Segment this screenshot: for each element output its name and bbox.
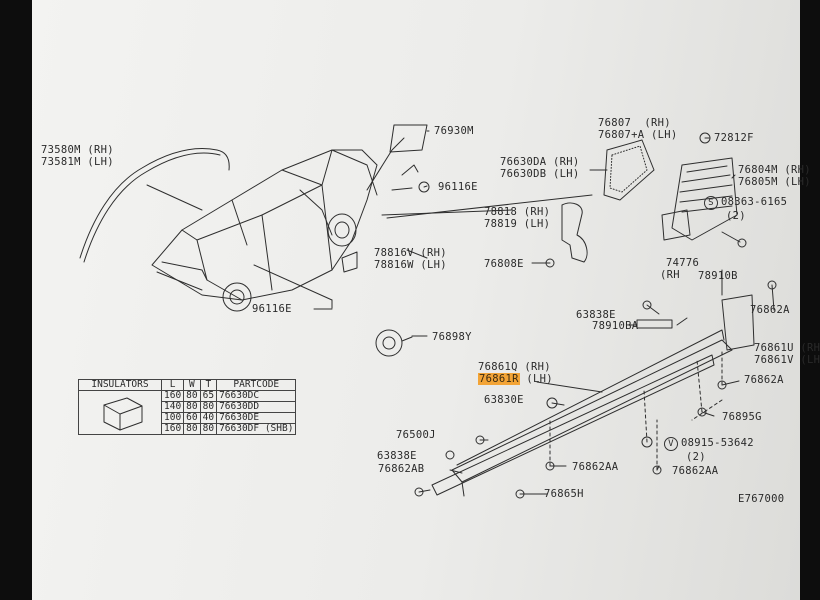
label-76865h: 76865H: [544, 488, 584, 500]
grommet-76898: [375, 329, 403, 357]
label-76500j: 76500J: [396, 429, 436, 441]
label-78910ba: 78910BA: [592, 320, 639, 332]
insulators-header-row: INSULATORS L W T PARTCODE: [78, 379, 297, 391]
label-76808e: 76808E: [484, 258, 524, 270]
label-73580m: 73580M (RH)73581M (LH): [41, 144, 114, 168]
s-symbol-icon: S: [704, 196, 718, 210]
label-72812f: 72812F: [714, 132, 754, 144]
parts-diagram-drawing: [79, 124, 777, 499]
insulators-title: INSULATORS: [78, 379, 162, 391]
label-63838e-top: 63838E: [576, 309, 616, 321]
label-76807: 76807 (RH)76807+A (LH): [598, 117, 678, 141]
label-76895g: 76895G: [722, 411, 762, 423]
parts-diagram-screen: 73580M (RH)73581M (LH) 76930M 96116E 961…: [32, 0, 820, 600]
label-76861r: 76861R (LH): [478, 373, 553, 385]
label-76862aa-right: 76862AA: [672, 465, 719, 477]
roof-molding: [79, 148, 230, 259]
label-78818: 78818 (RH)78819 (LH): [484, 206, 551, 230]
label-74776: 74776(RH: [660, 257, 700, 281]
label-76862ab: 76862AB: [378, 463, 425, 475]
label-76862a-top: 76862A: [750, 304, 790, 316]
highlighted-part-number: 76861R: [478, 373, 520, 385]
label-78816v: 78816V (RH)78816W (LH): [374, 247, 447, 271]
mud-guard: [561, 202, 588, 263]
insulator-image-cell: [78, 390, 162, 435]
label-76861q: 76861Q (RH): [478, 361, 551, 373]
label-96116e-top: 96116E: [438, 181, 478, 193]
label-76930m: 76930M: [434, 125, 474, 137]
label-76862a-mid: 76862A: [744, 374, 784, 386]
label-78910b: 78910B: [698, 270, 738, 282]
fuel-lid: [389, 124, 428, 153]
label-63838e-bottom: 63838E: [377, 450, 417, 462]
label-76630da: 76630DA (RH)76630DB (LH): [500, 156, 580, 180]
vent-grille: [671, 157, 738, 241]
sill-molding: [431, 329, 733, 497]
filler-panel: [603, 139, 655, 201]
v-symbol-icon: V: [664, 437, 678, 451]
label-76804m: 76804M (RH)76805M (LH): [738, 164, 811, 188]
label-76862aa-mid: 76862AA: [572, 461, 619, 473]
label-76898y: 76898Y: [432, 331, 472, 343]
label-63830e: 63830E: [484, 394, 524, 406]
car-body: [151, 149, 378, 312]
diagram-code: E767000: [738, 493, 785, 505]
label-96116e-bottom: 96116E: [252, 303, 292, 315]
